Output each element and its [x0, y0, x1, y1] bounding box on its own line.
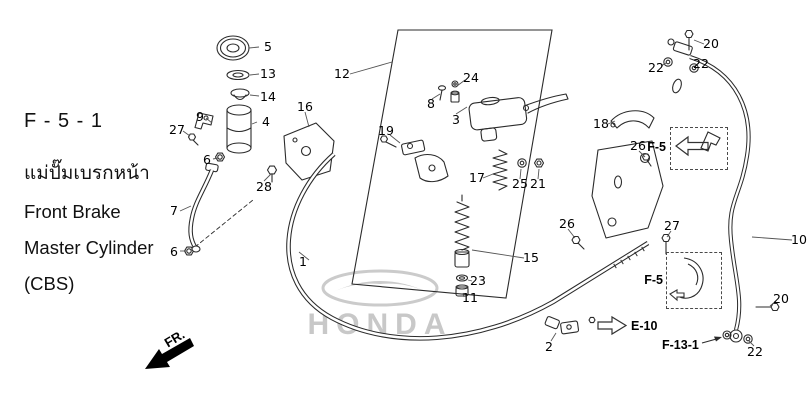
callout-21: 21	[530, 175, 546, 191]
callout-28: 28	[256, 178, 272, 194]
callout-6-b: 6	[170, 243, 178, 259]
callout-23: 23	[470, 272, 486, 288]
callout-27-a: 27	[169, 121, 185, 137]
ref-label-f5-upper: F-5	[647, 139, 666, 154]
callout-19: 19	[378, 122, 394, 138]
callout-8: 8	[427, 95, 435, 111]
ref-label-f5-lower: F-5	[644, 272, 663, 287]
callout-4: 4	[262, 113, 270, 129]
callout-26-a: 26	[630, 137, 646, 153]
callout-20-b: 20	[773, 290, 789, 306]
callout-27-b: 27	[664, 217, 680, 233]
callout-18: 18	[593, 115, 609, 131]
ref-box-f5-lower	[666, 252, 722, 309]
callout-2: 2	[545, 338, 553, 354]
callout-20-a: 20	[703, 35, 719, 51]
callout-9: 9	[196, 108, 204, 124]
callout-12: 12	[334, 65, 350, 81]
front-direction-indicator: FR.	[130, 325, 220, 385]
ref-label-f13-1: F-13-1	[662, 337, 699, 352]
callout-22-b: 22	[693, 55, 709, 71]
callout-25: 25	[512, 175, 528, 191]
callout-6-a: 6	[203, 151, 211, 167]
callout-5: 5	[264, 38, 272, 54]
callout-22-c: 22	[747, 343, 763, 359]
part-name-english-line1: Front Brake	[24, 201, 121, 222]
callout-26-b: 26	[559, 215, 575, 231]
callout-1: 1	[299, 253, 307, 269]
part-name-english-line3: (CBS)	[24, 273, 75, 294]
callout-22-a: 22	[648, 59, 664, 75]
part-name-thai: แม่ปั๊มเบรกหน้า	[24, 162, 150, 184]
callout-13: 13	[260, 65, 276, 81]
callout-11: 11	[462, 289, 478, 305]
figure-code: F - 5 - 1	[24, 110, 104, 132]
callout-7: 7	[170, 202, 178, 218]
callout-17: 17	[469, 169, 485, 185]
callout-16: 16	[297, 98, 313, 114]
fr-arrow-icon	[145, 338, 194, 369]
callout-24: 24	[463, 69, 479, 85]
callout-15: 15	[523, 249, 539, 265]
callout-10: 10	[791, 231, 807, 247]
callout-3: 3	[452, 111, 460, 127]
ref-label-e10: E-10	[631, 318, 658, 333]
honda-wing-icon	[321, 269, 439, 307]
callout-14: 14	[260, 88, 276, 104]
ref-box-f5-upper	[670, 127, 728, 170]
part-name-english-line2: Master Cylinder	[24, 237, 154, 258]
